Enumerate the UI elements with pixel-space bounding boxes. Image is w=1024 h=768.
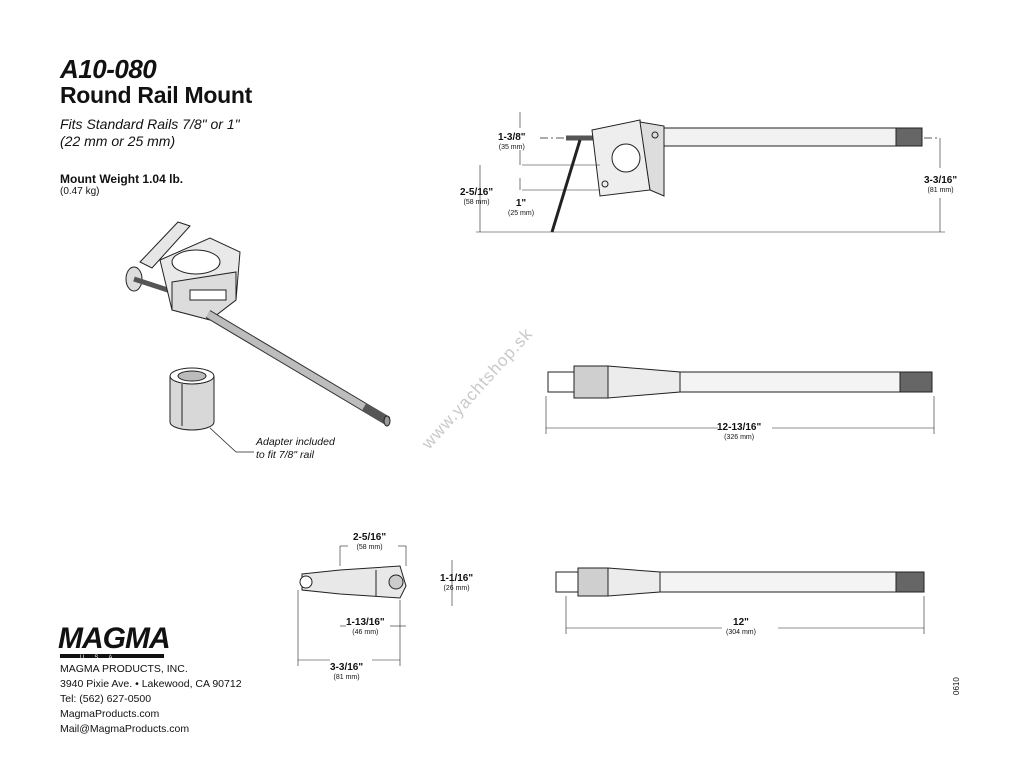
svg-text:USA: USA: [80, 655, 122, 661]
dim-1-3-8: 1-3/8" (35 mm): [498, 132, 526, 151]
dim-3-3-16-top: 3-3/16" (81 mm): [924, 175, 958, 194]
dim-2-5-16-bottom: 2-5/16" (58 mm): [353, 532, 387, 551]
mount-weight: Mount Weight 1.04 lb.: [60, 172, 184, 186]
dim-3-3-16-bottom: 3-3/16" (81 mm): [330, 662, 364, 681]
shaft-view-drawing: [555, 567, 925, 634]
company-address: 3940 Pixie Ave. • Lakewood, CA 90712: [60, 678, 242, 690]
top-view-drawing: [545, 365, 935, 434]
adapter-sleeve-drawing: [169, 367, 254, 453]
dim-1-13-16: 1-13/16" (46 mm): [346, 617, 385, 636]
product-title: Round Rail Mount: [60, 82, 252, 108]
dim-1-1-16: 1-1/16" (26 mm): [440, 573, 474, 592]
company-name: MAGMA PRODUCTS, INC.: [60, 663, 188, 675]
adapter-note-line2: to fit 7/8" rail: [256, 449, 315, 461]
dim-12-13-16: 12-13/16" (326 mm): [717, 422, 762, 441]
adapter-note-line1: Adapter included: [256, 436, 335, 448]
clamp-end-view-drawing: [297, 545, 453, 666]
fits-rails-text: Fits Standard Rails 7/8" or 1": [60, 116, 240, 132]
dim-2-5-16-top: 2-5/16" (58 mm): [460, 187, 494, 206]
magma-logo: MAGMA USA: [58, 622, 171, 661]
adapter-note: Adapter included to fit 7/8" rail: [256, 436, 335, 462]
svg-text:MAGMA: MAGMA: [58, 622, 170, 655]
dim-12-inch: 12" (304 mm): [726, 617, 756, 636]
document-code: 0610: [952, 677, 961, 695]
company-email: Mail@MagmaProducts.com: [60, 723, 190, 735]
company-phone: Tel: (562) 627-0500: [60, 693, 152, 705]
company-address-block: MAGMA PRODUCTS, INC. 3940 Pixie Ave. • L…: [60, 662, 242, 737]
fits-rails-metric: (22 mm or 25 mm): [60, 133, 176, 149]
mount-weight-metric: (0.47 kg): [60, 186, 100, 197]
model-number: A10-080: [60, 54, 157, 84]
isometric-mount-drawing: [125, 221, 391, 427]
company-website: MagmaProducts.com: [60, 708, 160, 720]
side-view-drawing: [476, 112, 945, 233]
dim-1-inch: 1" (25 mm): [508, 198, 535, 217]
